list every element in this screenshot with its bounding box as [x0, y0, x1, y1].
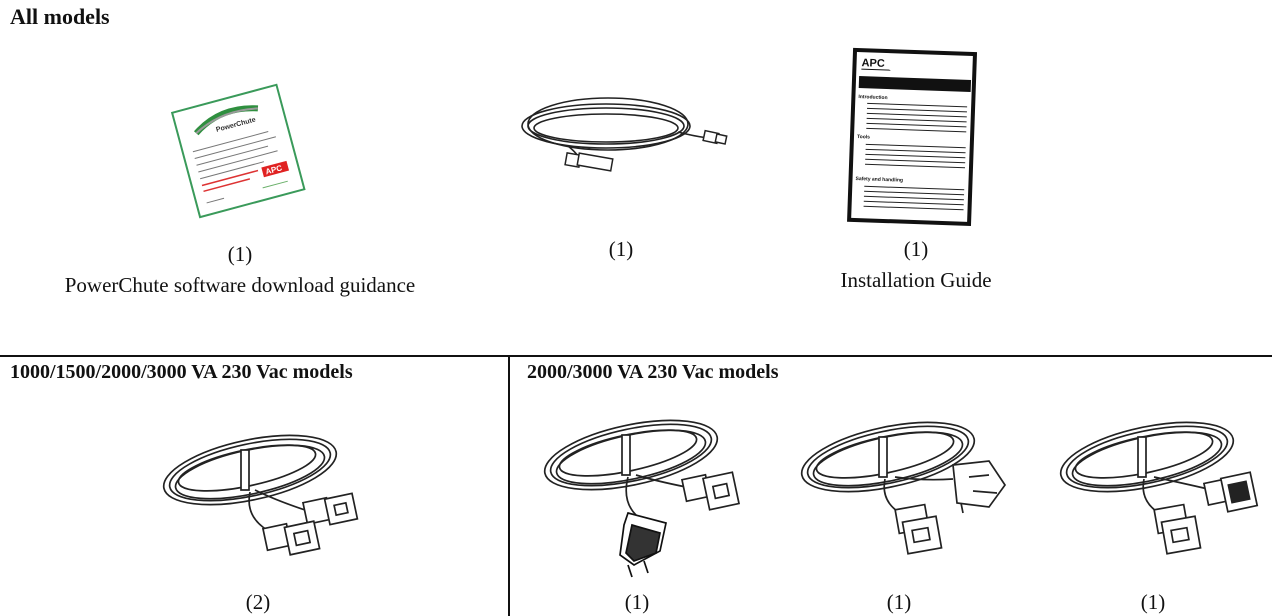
svg-text:Introduction: Introduction [858, 94, 887, 101]
usb-cable-icon [518, 88, 732, 188]
item-quantity: (1) [1140, 590, 1166, 614]
svg-text:APC: APC [861, 57, 885, 70]
svg-text:Tools: Tools [857, 134, 870, 140]
item-caption: Installation Guide [840, 268, 992, 292]
installation-guide-icon: APC Introduction Tools Safety and handli… [847, 47, 980, 235]
c19-c20-power-cord-icon [1052, 407, 1267, 562]
item-quantity: (1) [227, 242, 253, 266]
column-divider [508, 355, 510, 616]
item-quantity: (1) [624, 590, 650, 614]
c13-c14-power-cord-icon [155, 420, 365, 585]
item-quantity: (1) [903, 237, 929, 261]
item-caption: PowerChute software download guidance [64, 273, 416, 297]
svg-text:Safety and handling: Safety and handling [855, 176, 903, 184]
svg-text:APC: APC [264, 163, 283, 176]
item-quantity: (2) [245, 590, 271, 614]
item-quantity: (1) [608, 237, 634, 261]
section-b-heading: 2000/3000 VA 230 Vac models [527, 361, 779, 383]
section-divider [0, 355, 1272, 357]
powerchute-card-icon: PowerChute APC [170, 83, 306, 220]
item-quantity: (1) [886, 590, 912, 614]
uk-plug-c19-power-cord-icon [793, 407, 1008, 562]
schuko-c19-power-cord-icon [536, 405, 746, 585]
section-a-heading: 1000/1500/2000/3000 VA 230 Vac models [10, 361, 353, 383]
all-models-heading: All models [10, 4, 110, 29]
